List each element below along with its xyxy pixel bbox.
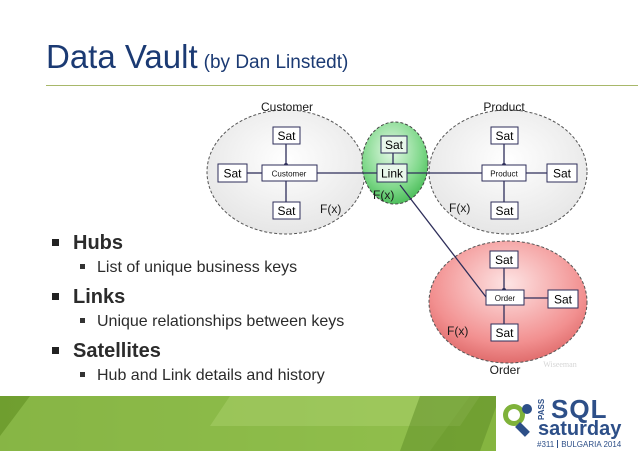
bullet-satellites: Satellites (52, 340, 382, 367)
customer-title: Customer (261, 100, 313, 114)
sat-label: Sat (277, 129, 296, 143)
title-subtitle: (by Dan Linstedt) (203, 52, 349, 73)
order-sat-top: Sat (489, 250, 519, 269)
customer-sat-top: Sat (272, 126, 301, 145)
sat-label: Sat (554, 293, 573, 307)
event-separator (557, 440, 559, 448)
magnifier-icon (503, 404, 532, 437)
bullet-heading: Links (73, 286, 126, 308)
customer-hub: Customer (261, 164, 318, 182)
link-box: Link (376, 163, 408, 183)
order-sat-bottom: Sat (490, 323, 519, 342)
data-vault-diagram: Customer Product Order Customer Sat Sat … (206, 100, 588, 377)
event-location: BULGARIA 2014 (561, 440, 622, 449)
bullet-satellites-detail: Hub and Link details and history (52, 367, 382, 394)
logo-pass-text: PASS (537, 398, 546, 420)
product-hub: Product (481, 164, 527, 182)
order-title: Order (490, 363, 521, 377)
product-hub-label: Product (490, 170, 518, 179)
product-title: Product (483, 100, 525, 114)
sat-label: Sat (223, 167, 242, 181)
title-divider (46, 85, 638, 86)
product-fx-label: F(x) (449, 201, 470, 215)
sat-label: Sat (553, 167, 572, 181)
order-hub: Order (485, 289, 525, 306)
bullet-square-icon (52, 239, 59, 246)
bullet-links-detail: Unique relationships between keys (52, 313, 382, 340)
logo-event-info: #311 BULGARIA 2014 (537, 440, 621, 449)
bullet-hubs-detail: List of unique business keys (52, 259, 382, 286)
bullet-square-icon (52, 347, 59, 354)
product-sat-bottom: Sat (490, 201, 519, 220)
bullet-list: Hubs List of unique business keys Links … (52, 232, 382, 394)
bullet-heading: Satellites (73, 340, 161, 362)
title-main: Data Vault (46, 38, 198, 75)
sat-label: Sat (385, 138, 404, 152)
bullet-heading: Hubs (73, 232, 123, 254)
diagram-watermark: Wiseeman (543, 360, 576, 369)
sat-label: Sat (495, 129, 514, 143)
sat-label: Sat (277, 204, 296, 218)
bullet-hubs: Hubs (52, 232, 382, 259)
link-fx-label: F(x) (373, 188, 394, 202)
order-fx-label: F(x) (447, 324, 468, 338)
connector-lines (247, 144, 548, 324)
product-sat-right: Sat (546, 163, 578, 183)
link-sat: Sat (380, 135, 408, 154)
sat-label: Sat (495, 326, 514, 340)
bullet-detail: List of unique business keys (97, 259, 298, 276)
link-to-order-line (399, 184, 487, 298)
bullet-links: Links (52, 286, 382, 313)
bullet-square-icon (80, 318, 85, 323)
link-label: Link (381, 167, 404, 181)
product-sat-top: Sat (490, 126, 519, 145)
event-number: #311 (537, 440, 555, 449)
order-hub-label: Order (495, 294, 516, 303)
link-ellipse (361, 121, 429, 205)
bullet-square-icon (80, 372, 85, 377)
sat-label: Sat (495, 204, 514, 218)
customer-sat-left: Sat (217, 163, 248, 183)
customer-fx-label: F(x) (320, 202, 341, 216)
sqlsaturday-logo (496, 396, 638, 451)
bullet-square-icon (80, 264, 85, 269)
logo-sql-text: SQL (551, 394, 608, 424)
customer-sat-bottom: Sat (272, 201, 301, 220)
bullet-detail: Hub and Link details and history (97, 367, 325, 384)
order-sat-right: Sat (547, 289, 579, 309)
sat-label: Sat (495, 253, 514, 267)
customer-hub-label: Customer (272, 170, 307, 179)
slide-title: Data Vault(by Dan Linstedt) (46, 38, 348, 76)
bullet-square-icon (52, 293, 59, 300)
logo-saturday-text: saturday (538, 418, 622, 440)
bullet-detail: Unique relationships between keys (97, 313, 345, 330)
